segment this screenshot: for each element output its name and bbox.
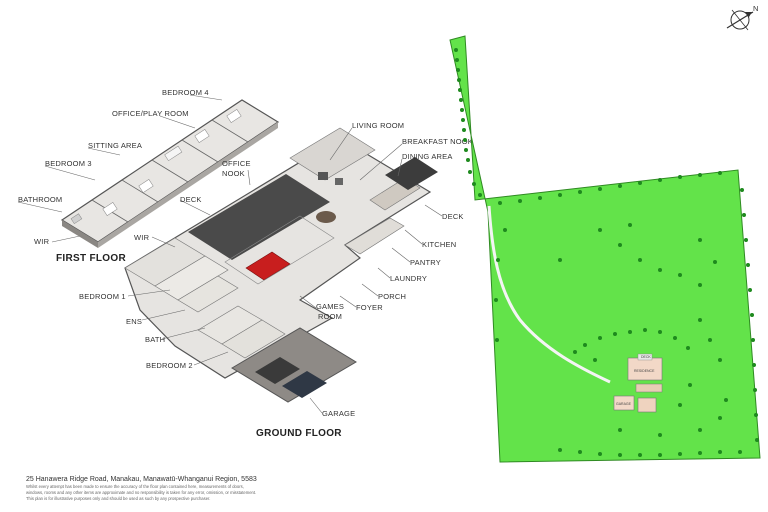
site-plan: RESIDENCE GARAGE DECK bbox=[449, 35, 761, 463]
ground-floor-title: GROUND FLOOR bbox=[256, 428, 342, 439]
label-ens: ENS bbox=[126, 317, 142, 326]
compass-north-label: N bbox=[753, 4, 759, 13]
disclaimer-line-3: This plan is for illustrative purposes o… bbox=[26, 496, 211, 502]
ground-floor-plan bbox=[124, 127, 438, 403]
label-pantry: PANTRY bbox=[410, 258, 441, 267]
label-deck-east: DECK bbox=[442, 212, 464, 221]
label-wir-first-floor: WIR bbox=[34, 237, 50, 246]
label-bathroom: BATHROOM bbox=[18, 195, 62, 204]
label-bedroom-4: BEDROOM 4 bbox=[162, 88, 209, 97]
label-sitting-area: SITTING AREA bbox=[88, 141, 142, 150]
label-office-play-room: OFFICE/PLAY ROOM bbox=[112, 109, 189, 118]
site-small-label: DECK bbox=[641, 355, 651, 359]
label-porch: PORCH bbox=[378, 292, 406, 301]
label-room: ROOM bbox=[318, 312, 342, 321]
disclaimer-line-2: windows, rooms and any other items are a… bbox=[26, 490, 257, 496]
label-wir-ground-floor: WIR bbox=[134, 233, 150, 242]
label-living-room: LIVING ROOM bbox=[352, 121, 404, 130]
site-garage-label: GARAGE bbox=[616, 402, 632, 406]
label-deck-west: DECK bbox=[180, 195, 202, 204]
label-dining-area: DINING AREA bbox=[402, 152, 453, 161]
label-nook: NOOK bbox=[222, 169, 245, 178]
disclaimer-line-1: Whilst every attempt has been made to en… bbox=[26, 484, 244, 489]
label-leader-lines bbox=[17, 94, 443, 414]
label-bedroom-3: BEDROOM 3 bbox=[45, 159, 92, 168]
label-bath: BATH bbox=[145, 335, 165, 344]
label-kitchen: KITCHEN bbox=[422, 240, 456, 249]
label-bedroom-2: BEDROOM 2 bbox=[146, 361, 193, 370]
label-games: GAMES bbox=[316, 302, 344, 311]
first-floor-title: FIRST FLOOR bbox=[56, 253, 126, 264]
first-floor-plan bbox=[60, 99, 280, 248]
label-office: OFFICE bbox=[222, 159, 251, 168]
label-foyer: FOYER bbox=[356, 303, 383, 312]
label-laundry: LAUNDRY bbox=[390, 274, 427, 283]
footer: 25 Hanawera Ridge Road, Manakau, Manawat… bbox=[26, 476, 446, 502]
label-breakfast-nook: BREAKFAST NOOK bbox=[402, 137, 473, 146]
label-garage: GARAGE bbox=[322, 409, 355, 418]
label-bedroom-1: BEDROOM 1 bbox=[79, 292, 126, 301]
property-address: 25 Hanawera Ridge Road, Manakau, Manawat… bbox=[26, 476, 257, 483]
site-residence-label: RESIDENCE bbox=[634, 369, 655, 373]
compass-icon: N bbox=[726, 4, 759, 31]
